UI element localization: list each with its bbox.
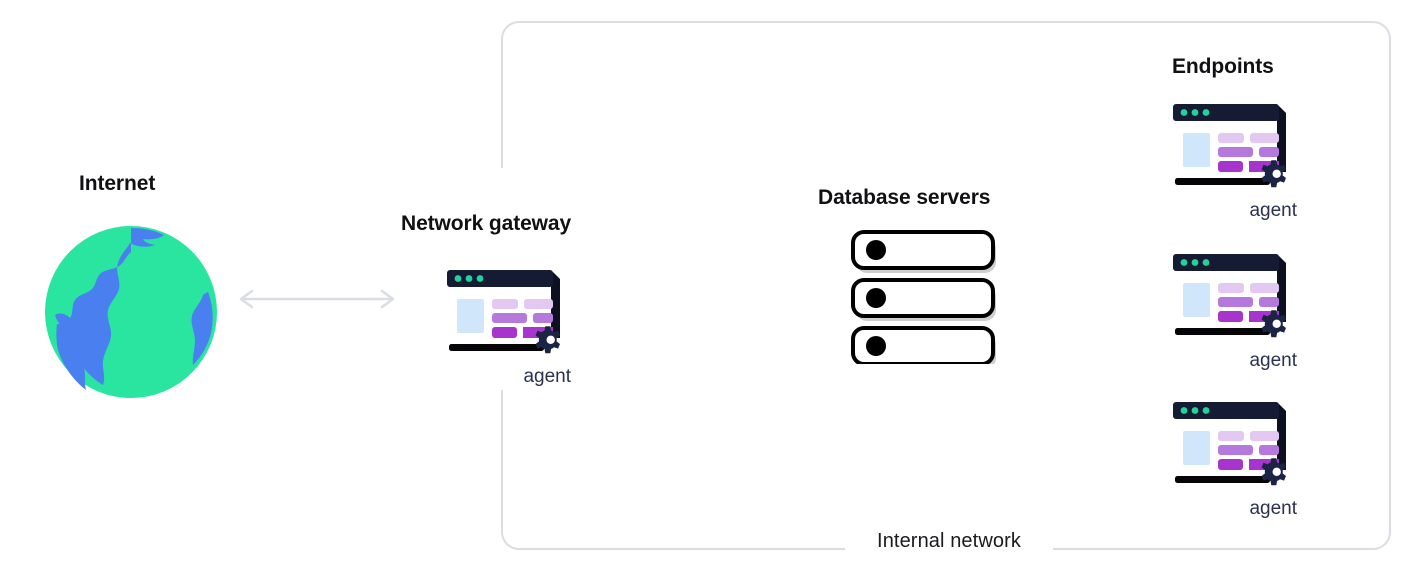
- endpoints-title: Endpoints: [1172, 55, 1274, 78]
- agent-label: agent: [1249, 350, 1297, 371]
- agent-computer-icon: [1167, 396, 1301, 496]
- agent-computer-icon: [1167, 248, 1301, 348]
- server-rack-icon: [850, 228, 998, 369]
- network-gateway-node[interactable]: agent: [441, 264, 591, 388]
- globe-icon: [45, 226, 217, 398]
- database-servers-title: Database servers: [818, 186, 991, 209]
- endpoint-node-3[interactable]: agent: [1167, 396, 1317, 520]
- endpoint-node-2[interactable]: agent: [1167, 248, 1317, 372]
- agent-computer-icon: [441, 264, 575, 364]
- agent-computer-icon: [1167, 98, 1301, 198]
- border-gap-bottom: [845, 538, 1053, 562]
- endpoint-node-1[interactable]: agent: [1167, 98, 1317, 222]
- internet-title: Internet: [79, 172, 156, 195]
- agent-label: agent: [523, 366, 571, 387]
- agent-label: agent: [1249, 498, 1297, 519]
- agent-label: agent: [1249, 200, 1297, 221]
- double-headed-arrow-icon: [236, 288, 398, 310]
- internal-network-label: Internal network: [877, 530, 1021, 552]
- network-gateway-title: Network gateway: [401, 212, 572, 235]
